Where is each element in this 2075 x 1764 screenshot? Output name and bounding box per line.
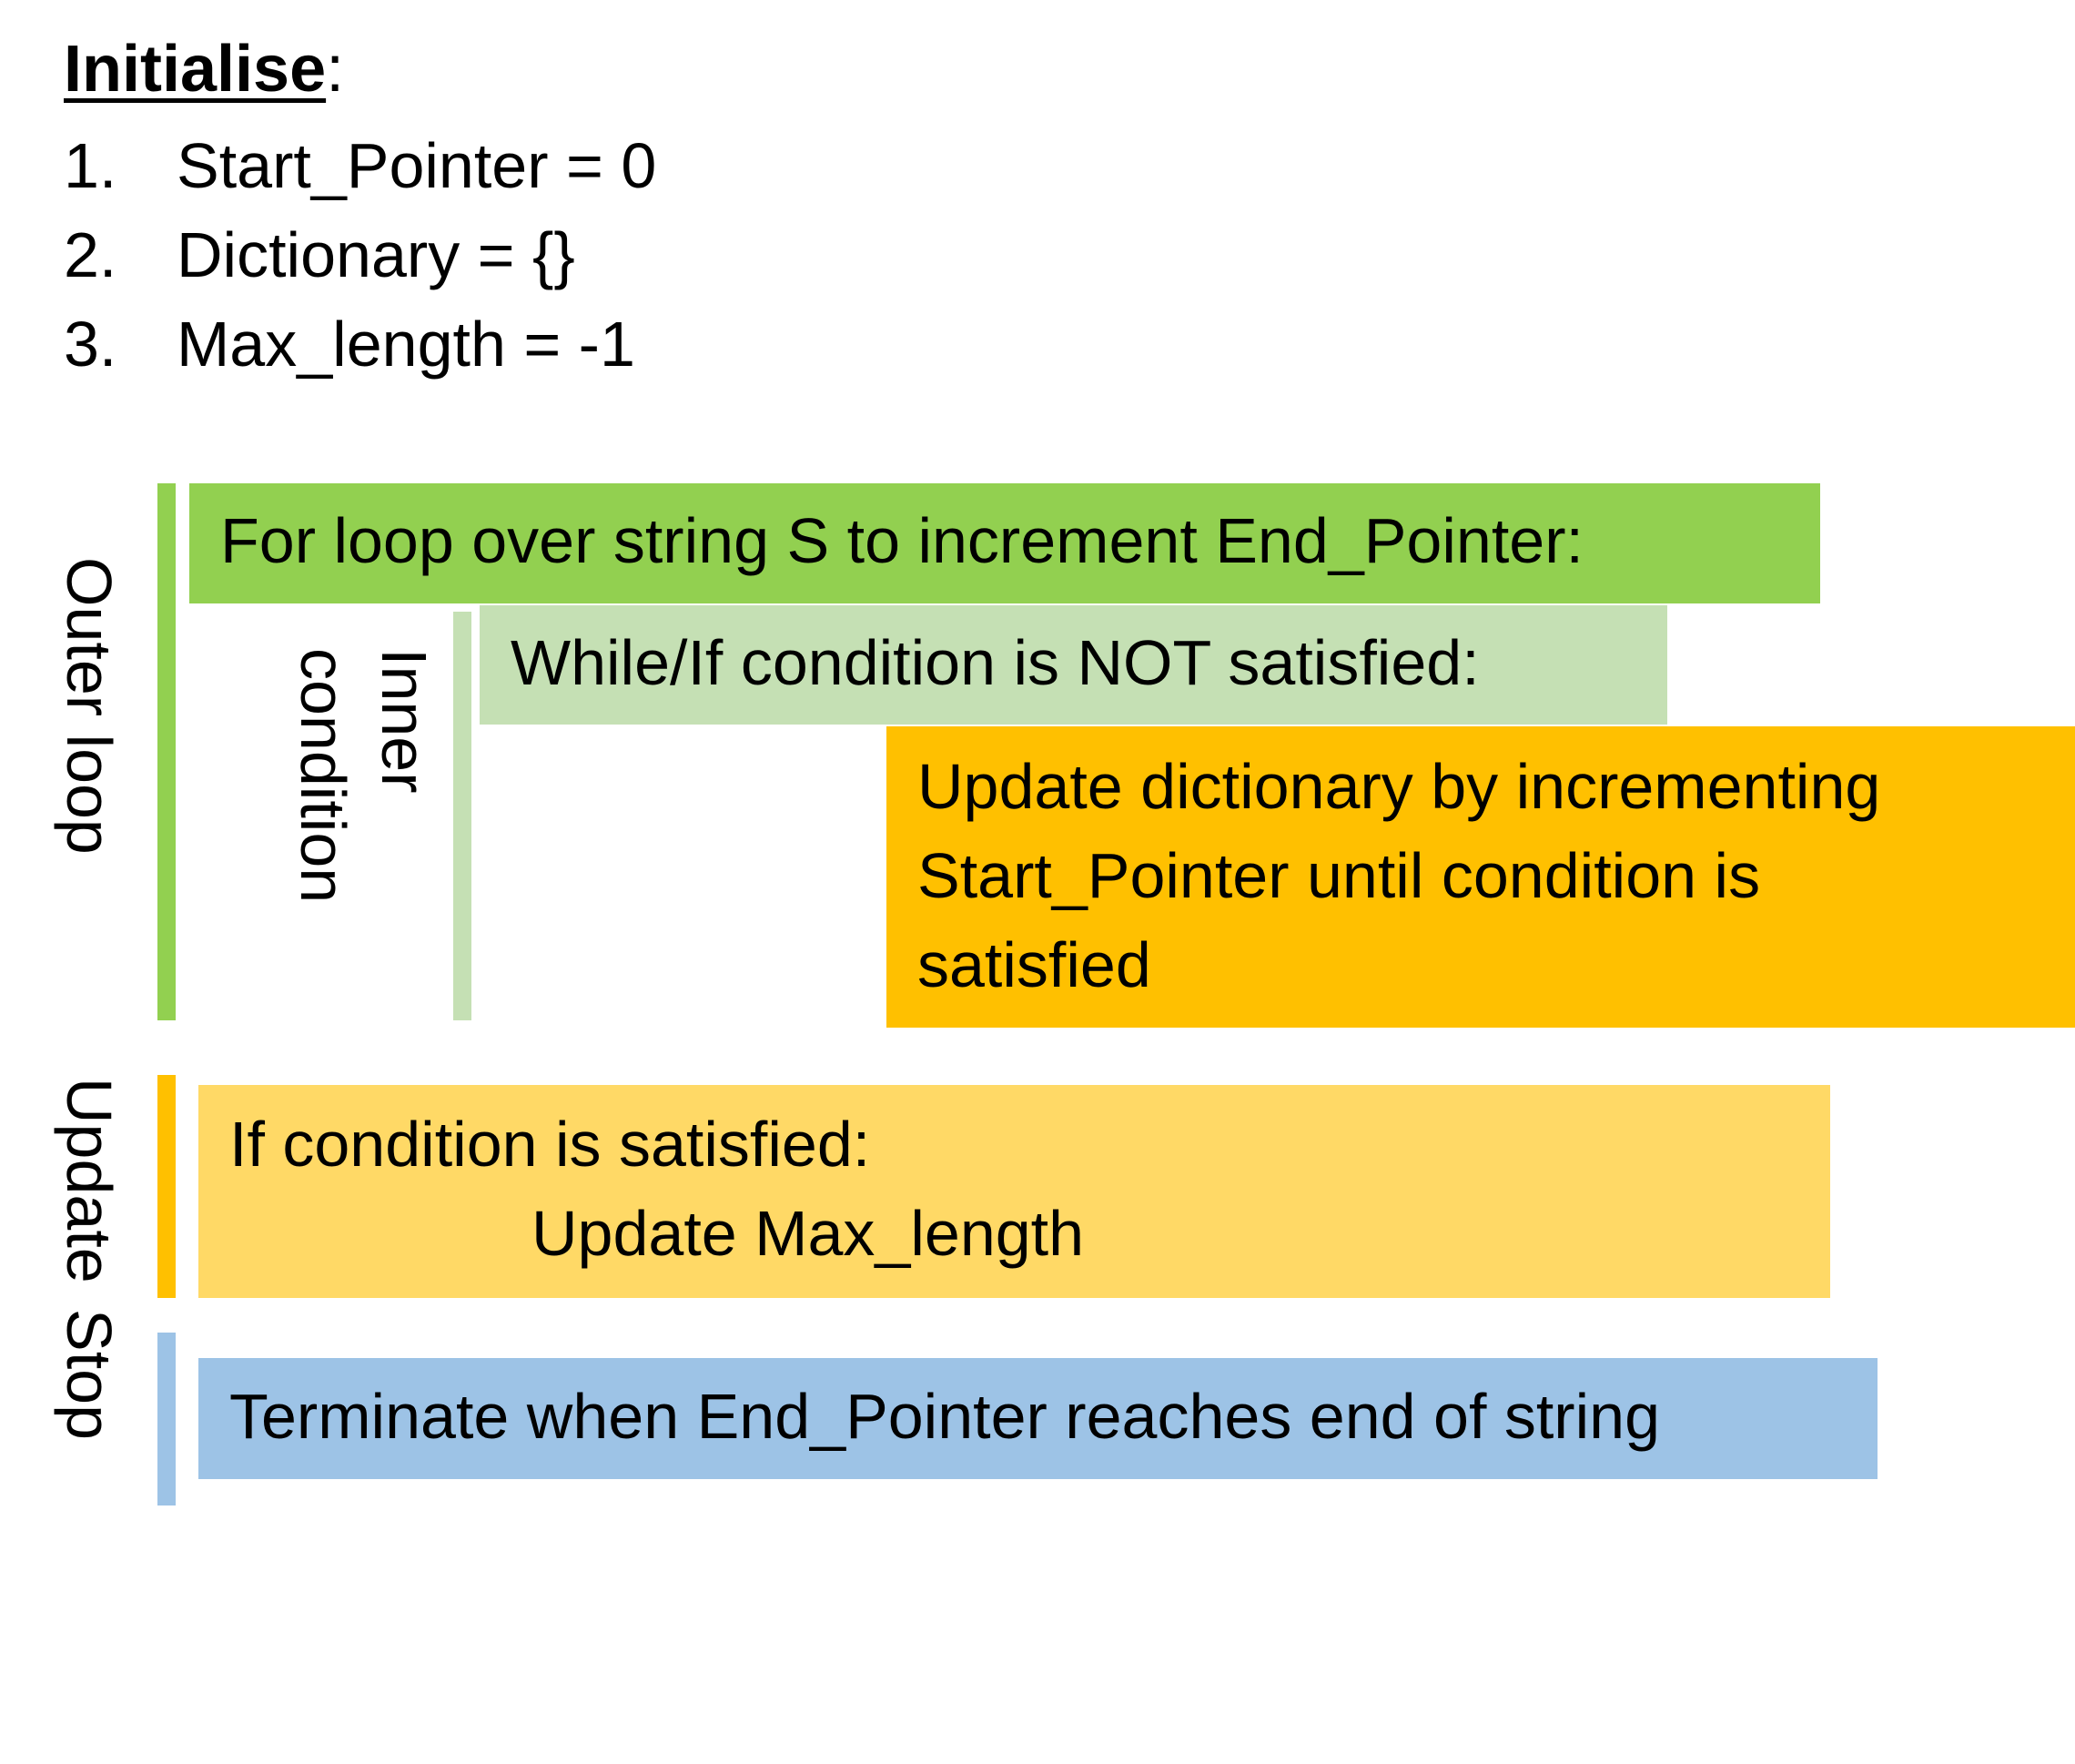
- if-satisfied-box: If condition is satisfied: Update Max_le…: [198, 1085, 1830, 1298]
- init-item-2: 2. Dictionary = {}: [64, 217, 575, 293]
- init-item-2-number: 2.: [64, 219, 117, 290]
- init-item-1-number: 1.: [64, 130, 117, 201]
- init-item-3: 3. Max_length = -1: [64, 306, 635, 382]
- init-item-2-text: Dictionary = {}: [177, 219, 575, 290]
- init-item-3-text: Max_length = -1: [177, 309, 635, 380]
- stop-label: Stop: [54, 1309, 125, 1440]
- while-if-text: While/If condition is NOT satisfied:: [511, 627, 1480, 698]
- init-item-3-number: 3.: [64, 309, 117, 380]
- update-bar: [157, 1075, 176, 1298]
- outer-loop-label: Outer loop: [54, 557, 125, 855]
- update-dictionary-line-3: satisfied: [917, 929, 1151, 1000]
- update-max-length-text: Update Max_length: [531, 1198, 1085, 1269]
- for-loop-box: For loop over string S to increment End_…: [189, 483, 1820, 603]
- update-dictionary-line-2: Start_Pointer until condition is: [917, 840, 1761, 911]
- update-label: Update: [54, 1078, 125, 1283]
- initialise-heading-text: Initialise: [64, 33, 327, 106]
- init-item-1-text: Start_Pointer = 0: [177, 130, 657, 201]
- terminate-text: Terminate when End_Pointer reaches end o…: [229, 1381, 1661, 1452]
- inner-condition-bar: [453, 612, 471, 1020]
- update-dictionary-box: Update dictionary by incrementing Start_…: [886, 726, 2075, 1028]
- inner-condition-label-line2: condition: [288, 648, 359, 904]
- update-dictionary-line-1: Update dictionary by incrementing: [917, 751, 1881, 822]
- while-if-box: While/If condition is NOT satisfied:: [480, 605, 1667, 725]
- if-satisfied-text: If condition is satisfied:: [229, 1109, 871, 1180]
- init-item-1: 1. Start_Pointer = 0: [64, 127, 656, 204]
- inner-condition-label-line1: Inner: [369, 648, 440, 794]
- initialise-heading: Initialise:: [64, 27, 344, 113]
- for-loop-text: For loop over string S to increment End_…: [220, 505, 1584, 576]
- initialise-heading-colon: :: [326, 33, 345, 106]
- outer-loop-bar: [157, 483, 176, 1020]
- terminate-box: Terminate when End_Pointer reaches end o…: [198, 1358, 1878, 1479]
- stop-bar: [157, 1333, 176, 1505]
